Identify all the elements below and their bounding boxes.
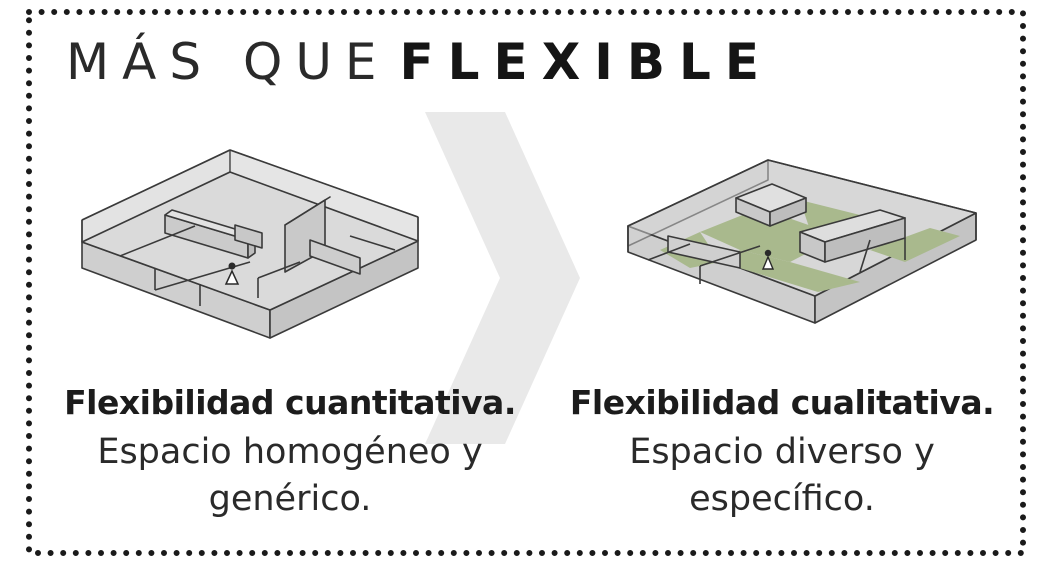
person-icon: [761, 249, 775, 270]
person-icon: [224, 262, 240, 285]
left-body-line1: Espacio homogéneo y: [97, 432, 483, 472]
right-body-line1: Espacio diverso y: [629, 432, 935, 472]
left-caption: Flexibilidad cuantitativa. Espacio homog…: [40, 381, 540, 523]
right-heading: Flexibilidad cualitativa.: [569, 383, 995, 422]
title-bold: FLEXIBLE: [399, 33, 773, 91]
diverse-floorplan: [627, 159, 977, 324]
title-light: MÁS QUE: [66, 33, 390, 91]
right-caption: Flexibilidad cualitativa. Espacio divers…: [532, 381, 1032, 523]
chevron-arrow-icon: [425, 112, 580, 444]
left-body-line2: genérico.: [208, 479, 372, 519]
right-body-line2: específico.: [689, 479, 875, 519]
left-heading: Flexibilidad cuantitativa.: [64, 383, 516, 422]
homogeneous-floorplan: [81, 149, 419, 339]
